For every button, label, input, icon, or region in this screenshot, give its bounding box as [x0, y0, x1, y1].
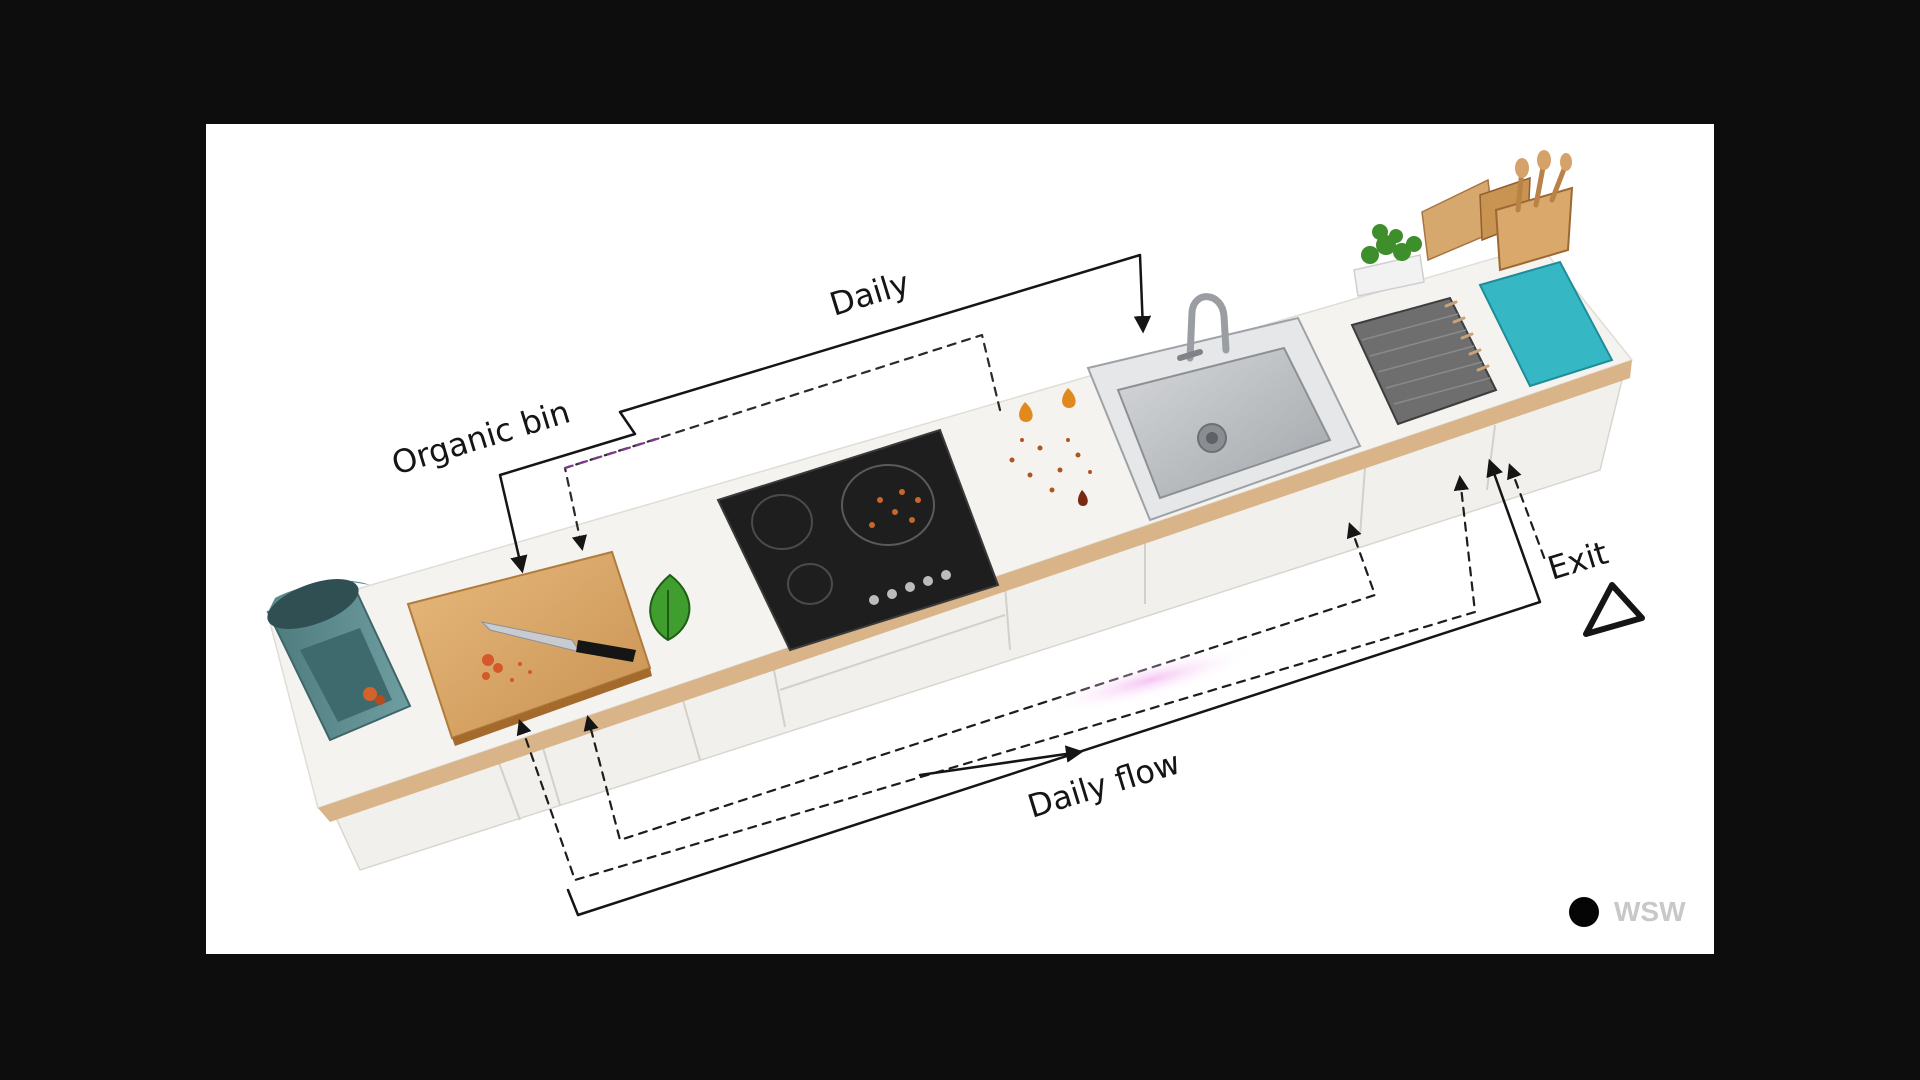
arrow-daily-flow-solid [566, 458, 1542, 917]
utensil-holder-icon [1421, 150, 1574, 272]
teal-mat-icon [1478, 260, 1614, 388]
triangle-exit-icon [1583, 582, 1645, 637]
logo-text: WSW [1614, 896, 1686, 927]
flow-arrows [498, 253, 1547, 917]
dish-mat-icon [1350, 296, 1498, 426]
arrow-lower-dashed-outer [516, 474, 1477, 882]
arrow-lower-dashed-exit [1507, 463, 1547, 562]
glow-accent [1043, 646, 1257, 714]
arrow-daily-solid [498, 253, 1152, 574]
faucet-icon [1177, 293, 1230, 362]
compost-bin-icon [266, 579, 412, 742]
dot-icon [1569, 897, 1599, 927]
arrow-daily-flow-mid [918, 745, 1084, 777]
brand-logo: WSW [1569, 896, 1686, 927]
arrow-daily-dashed-purple [563, 436, 662, 470]
herb-pot-icon [1353, 224, 1425, 297]
